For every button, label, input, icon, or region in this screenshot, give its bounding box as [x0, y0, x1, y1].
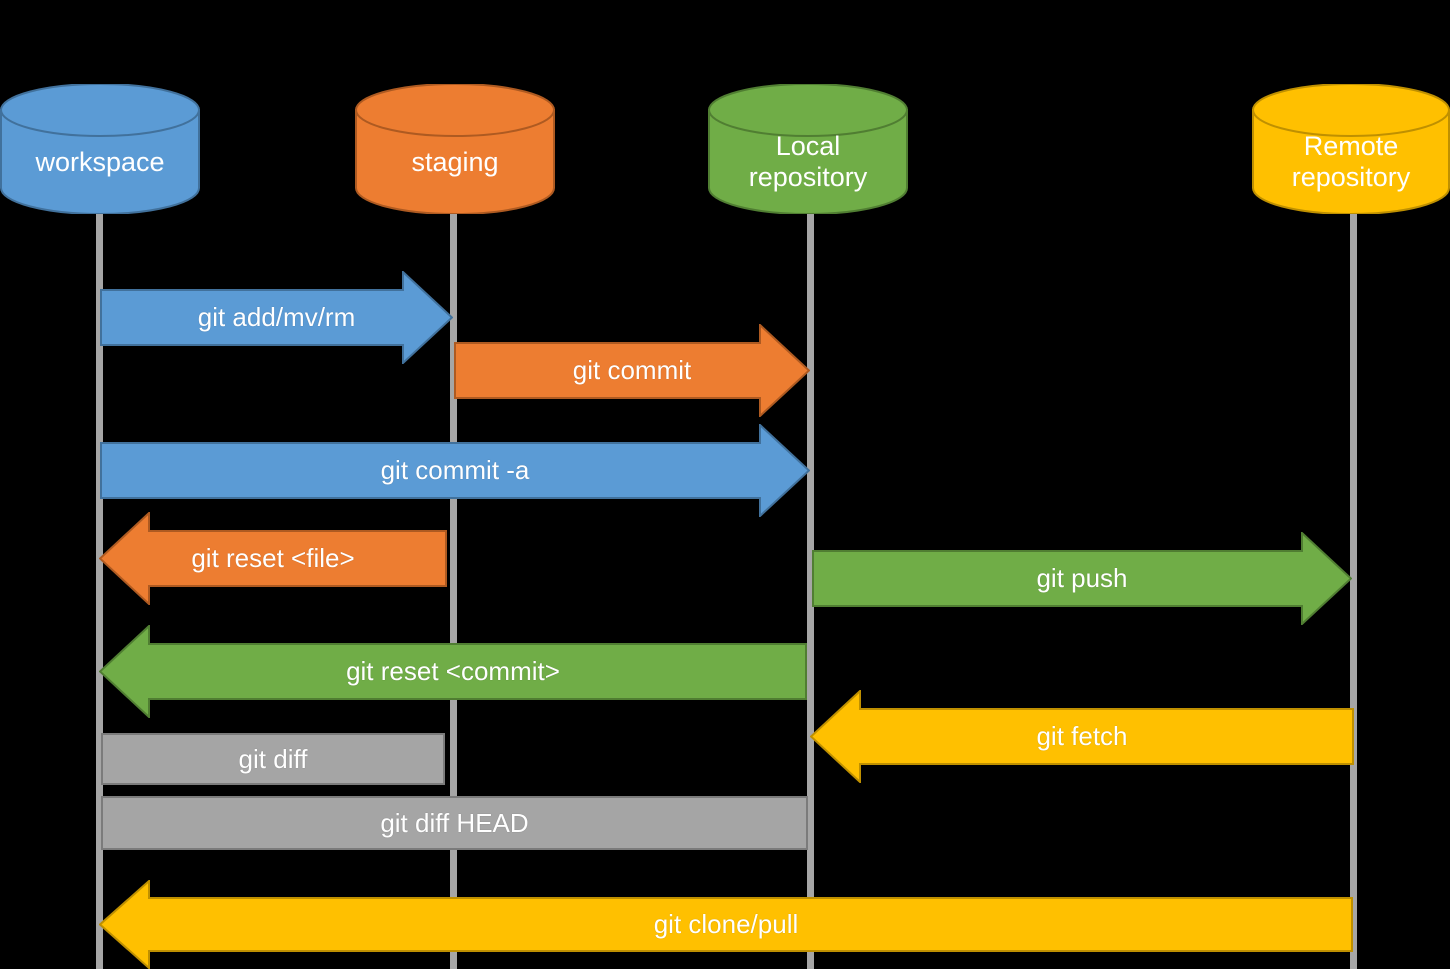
flow-git-reset-file: git reset <file>	[99, 512, 447, 605]
cylinder-staging: staging	[355, 84, 555, 214]
flow-git-add: git add/mv/rm	[100, 271, 453, 364]
flow-git-commit-a: git commit -a	[100, 424, 810, 517]
flow-git-diff-head: git diff HEAD	[101, 796, 808, 850]
flow-git-fetch: git fetch	[810, 690, 1354, 783]
flow-git-reset-commit: git reset <commit>	[99, 625, 807, 718]
flow-git-commit: git commit	[454, 324, 810, 417]
flow-git-diff: git diff	[101, 733, 445, 785]
flow-git-push: git push	[812, 532, 1352, 625]
lifeline-staging	[450, 205, 457, 969]
lifeline-remote-repo	[1350, 205, 1357, 969]
lifeline-local-repo	[807, 205, 814, 969]
lifeline-workspace	[96, 205, 103, 969]
cylinder-local-repo: Local repository	[708, 84, 908, 214]
flow-git-clone-pull: git clone/pull	[99, 880, 1353, 969]
cylinder-remote-repo: Remote repository	[1252, 84, 1450, 214]
cylinder-workspace: workspace	[0, 84, 200, 214]
